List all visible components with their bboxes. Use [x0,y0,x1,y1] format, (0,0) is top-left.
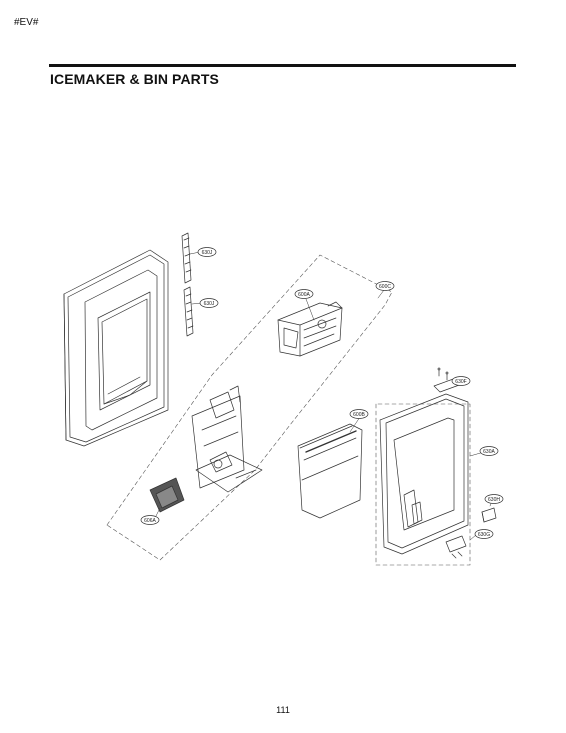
callout-630g: 630G [474,529,494,539]
svg-text:630J: 630J [204,301,215,307]
title-rule [49,64,516,67]
svg-text:630G: 630G [478,532,490,538]
assembly-dashed-outline [106,254,393,561]
svg-text:630H: 630H [488,497,500,503]
callout-600a: 600A [294,289,314,299]
page-number: 111 [276,705,290,715]
page-title: ICEMAKER & BIN PARTS [50,71,219,87]
svg-text:630J: 630J [202,250,213,256]
part-606a [149,477,185,513]
icemaker-600a [277,301,343,357]
door-liner [63,249,169,447]
callout-600b: 600B [349,409,369,419]
callout-606a: 606A [140,515,160,525]
clip-630h [481,507,497,523]
callout-630f: 630F [451,376,471,386]
callout-600c: 600C [375,281,395,291]
svg-text:630F: 630F [455,379,466,385]
callout-630j-lower: 630J [199,298,219,308]
svg-text:600C: 600C [379,284,391,290]
svg-text:630A: 630A [483,449,495,455]
svg-text:606A: 606A [144,518,156,524]
callout-630h: 630H [484,494,504,504]
svg-text:600B: 600B [353,412,365,418]
hinge-630g [445,535,467,559]
svg-text:600A: 600A [298,292,310,298]
icemaker-bracket [191,385,263,493]
ice-bin-600b [297,423,363,519]
bin-dashed-outline [375,403,471,566]
strip-630j-upper [181,232,192,284]
callout-630a: 630A [479,446,499,456]
callout-630j: 630J [197,247,217,257]
bin-door-630a [379,393,469,555]
strip-630j-lower [183,286,194,337]
header-code: #EV# [14,17,39,28]
